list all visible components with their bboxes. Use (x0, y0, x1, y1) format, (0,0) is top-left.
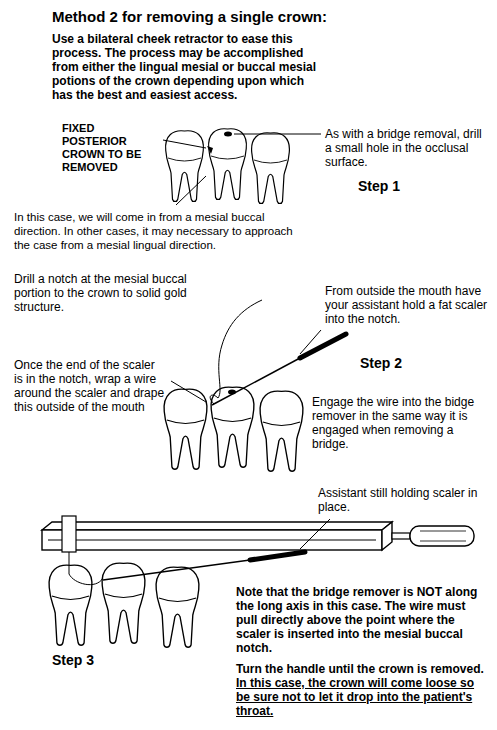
notch (207, 146, 213, 154)
tooth (252, 133, 290, 204)
wire (210, 300, 262, 404)
remover-screw (392, 533, 410, 539)
step3-teeth (49, 563, 199, 647)
leader-line (300, 519, 330, 549)
tooth (260, 391, 303, 471)
step-note: Assistant still holding scaler in place. (318, 486, 490, 514)
step-note: Engage the wire into the bidge remover i… (312, 395, 487, 451)
handle-grip (420, 531, 466, 532)
scaler-handle (250, 552, 305, 560)
handle-grip (420, 541, 466, 542)
title: Method 2 for removing a single crown: (52, 8, 327, 26)
leader-line (163, 140, 206, 148)
warning-note: Note that the bridge remover is NOT alon… (236, 585, 488, 655)
scaler-shaft (212, 358, 300, 405)
remover-bar (42, 530, 382, 550)
intro-note: Use a bilateral cheek retractor to ease … (52, 32, 317, 102)
step2-teeth (164, 387, 303, 471)
leader-line (234, 134, 321, 135)
leader-line (300, 330, 321, 354)
warning-note: Turn the handle until the crown is remov… (236, 662, 484, 676)
step1-teeth (166, 129, 290, 204)
bridge-remover (42, 516, 474, 552)
remover-handle (410, 526, 474, 546)
step-note: From outside the mouth have your assista… (325, 284, 493, 326)
leader-line (171, 381, 206, 402)
note-paragraph: Turn the handle until the crown is remov… (236, 662, 488, 718)
crown-tooth (211, 387, 254, 467)
remover-block (62, 516, 76, 552)
part-label: FIXED POSTERIOR CROWN TO BE REMOVED (62, 122, 162, 174)
remover-slot (48, 540, 376, 541)
remover-end (382, 522, 392, 550)
step-heading: Step 1 (358, 178, 400, 195)
occlusal-hole (224, 132, 232, 137)
tooth (156, 567, 199, 647)
warning-note-underlined: In this case, the crown will come loose … (236, 676, 474, 718)
step-note: As with a bridge removal, drill a small … (325, 127, 490, 169)
tooth (164, 389, 207, 469)
wire (69, 552, 103, 585)
leader-line (176, 176, 206, 205)
crown-tooth (209, 129, 247, 200)
step-note: Once the end of the scaler is in the not… (14, 358, 166, 414)
step-note: In this case, we will come in from a mes… (14, 210, 309, 252)
step-note: Drill a notch at the mesial buccal porti… (14, 272, 209, 314)
step-heading: Step 2 (360, 355, 402, 372)
tooth (49, 565, 92, 645)
remover-top (42, 522, 392, 530)
step-heading: Step 3 (52, 652, 94, 669)
scaler-shaft (103, 560, 250, 580)
